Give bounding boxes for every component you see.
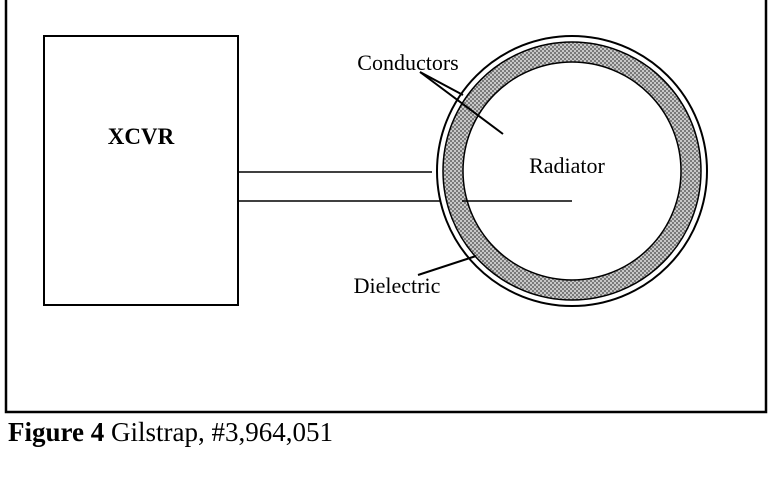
- dielectric-ring: [443, 42, 701, 300]
- dielectric-leader: [417, 255, 477, 276]
- caption-text: Gilstrap, #3,964,051: [104, 417, 333, 447]
- conductors-label: Conductors: [357, 50, 458, 75]
- inner-conductor-edge: [462, 61, 682, 281]
- conductors-leader-outer: [419, 71, 464, 96]
- conductors-leader-inner: [419, 71, 504, 135]
- dielectric-label: Dielectric: [354, 273, 441, 298]
- dielectric-outer-edge: [442, 41, 702, 301]
- xcvr-label: XCVR: [108, 124, 175, 149]
- radiator-label: Radiator: [529, 153, 605, 178]
- figure-caption: Figure 4 Gilstrap, #3,964,051: [8, 417, 333, 448]
- dielectric-label-bg: [338, 272, 458, 298]
- xcvr-box: [43, 35, 239, 306]
- figure-number: Figure 4: [8, 417, 105, 447]
- figure-diagram: XCVR Radiator Conductors Dielectric: [4, 0, 768, 414]
- conductors-label-bg: [342, 50, 474, 74]
- figure-frame: [4, 0, 768, 414]
